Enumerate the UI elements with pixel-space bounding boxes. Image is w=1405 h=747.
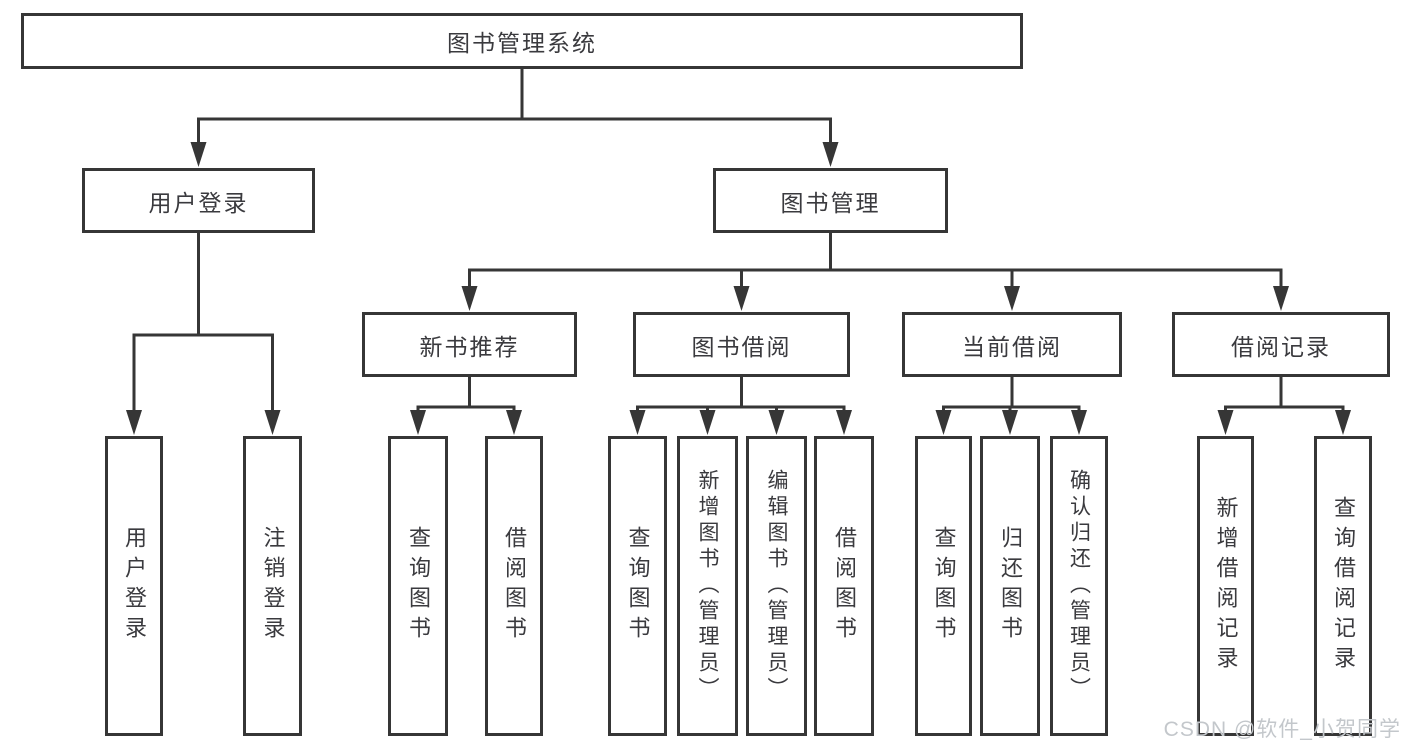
arrowhead-logout-op	[264, 410, 281, 435]
node-label-login-op: 用户登录	[122, 526, 147, 646]
node-user-login: 用户登录	[82, 168, 315, 233]
node-records: 借阅记录	[1172, 312, 1390, 377]
node-borrowing: 图书借阅	[633, 312, 850, 377]
node-add-record: 新增借阅记录	[1197, 436, 1254, 736]
node-query-1: 查询图书	[388, 436, 448, 736]
node-label-query-2: 查询图书	[625, 526, 651, 646]
arrowhead-query-2	[629, 410, 646, 435]
node-book-mgmt: 图书管理	[713, 168, 948, 233]
arrowhead-confirm-ret	[1071, 410, 1087, 435]
connector-current	[935, 375, 1087, 435]
arrowhead-borrowing	[733, 286, 750, 311]
arrowhead-user-login	[190, 142, 207, 167]
node-query-3: 查询图书	[915, 436, 972, 736]
arrowhead-current	[1004, 286, 1020, 311]
node-return-book: 归还图书	[980, 436, 1040, 736]
arrowhead-add-book	[699, 410, 716, 435]
node-label-borrow-1: 借阅图书	[502, 526, 527, 646]
arrowhead-login-op	[126, 410, 142, 435]
node-label-current: 当前借阅	[962, 333, 1062, 360]
node-root: 图书管理系统	[21, 13, 1023, 69]
node-label-logout-op: 注销登录	[260, 526, 286, 646]
node-label-borrow-2: 借阅图书	[832, 526, 857, 646]
node-query-2: 查询图书	[608, 436, 667, 736]
node-label-confirm-ret: 确认归还（管理员）	[1067, 469, 1091, 703]
node-label-new-books: 新书推荐	[419, 333, 520, 360]
arrowhead-borrow-2	[836, 410, 852, 435]
connector-root	[190, 67, 839, 167]
node-label-return-book: 归还图书	[998, 526, 1023, 646]
node-label-root: 图书管理系统	[447, 30, 597, 56]
arrowhead-query-record	[1335, 410, 1351, 435]
arrowhead-new-books	[461, 286, 478, 311]
node-edit-book: 编辑图书（管理员）	[746, 436, 807, 736]
arrowhead-query-3	[935, 410, 952, 435]
node-label-query-1: 查询图书	[406, 526, 431, 646]
node-login-op: 用户登录	[105, 436, 163, 736]
arrowhead-records	[1273, 286, 1289, 311]
node-label-records: 借阅记录	[1231, 333, 1331, 360]
node-label-query-3: 查询图书	[931, 526, 957, 646]
arrowhead-query-1	[410, 410, 426, 435]
node-logout-op: 注销登录	[243, 436, 302, 736]
node-current: 当前借阅	[902, 312, 1122, 377]
node-borrow-1: 借阅图书	[485, 436, 543, 736]
node-label-add-record: 新增借阅记录	[1213, 496, 1239, 676]
node-add-book: 新增图书（管理员）	[677, 436, 738, 736]
connector-book-mgmt	[461, 231, 1289, 311]
arrowhead-add-record	[1217, 410, 1234, 435]
node-new-books: 新书推荐	[362, 312, 577, 377]
node-label-add-book: 新增图书（管理员）	[696, 469, 719, 703]
connector-new-books	[410, 375, 522, 435]
node-label-book-mgmt: 图书管理	[780, 189, 881, 216]
connector-user-login	[126, 231, 281, 435]
node-query-record: 查询借阅记录	[1314, 436, 1372, 736]
node-borrow-2: 借阅图书	[814, 436, 874, 736]
connector-records	[1217, 375, 1351, 435]
node-label-edit-book: 编辑图书（管理员）	[765, 469, 788, 703]
arrowhead-book-mgmt	[822, 142, 839, 167]
watermark-text: CSDN @软件_小贺同学	[1163, 718, 1401, 741]
node-label-borrowing: 图书借阅	[691, 333, 792, 360]
node-label-user-login: 用户登录	[148, 189, 249, 216]
arrowhead-return-book	[1002, 410, 1018, 435]
node-confirm-ret: 确认归还（管理员）	[1050, 436, 1108, 736]
connector-borrowing	[629, 375, 852, 435]
arrowhead-edit-book	[768, 410, 785, 435]
arrowhead-borrow-1	[506, 410, 522, 435]
node-label-query-record: 查询借阅记录	[1331, 496, 1356, 676]
